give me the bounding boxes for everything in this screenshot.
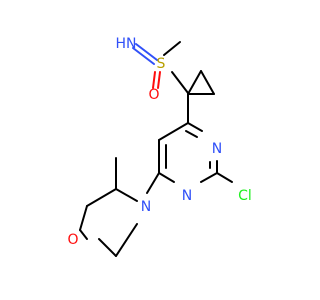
atom-morpholine-nitrogen: N xyxy=(141,199,151,215)
morpholine-bond-2 xyxy=(86,188,117,207)
bond-s-n-imine-1 xyxy=(135,43,158,61)
morpholine-bond-3 xyxy=(79,205,88,231)
atom-sulfur-oxygen: O xyxy=(148,87,159,103)
bond-s-n-imine-2 xyxy=(132,47,155,65)
morpholine-bond-6 xyxy=(115,223,138,257)
cyclopropane-bond-2 xyxy=(200,70,215,95)
molecule-structure: HN S O N N Cl N O xyxy=(67,36,252,257)
bond-s-methyl xyxy=(163,41,181,56)
bond-s-o-2 xyxy=(152,71,156,89)
pyrimidine-bond-4 xyxy=(200,172,218,183)
atom-morpholine-oxygen: O xyxy=(67,232,78,248)
atom-chlorine: Cl xyxy=(238,188,252,204)
pyrimidine-bond-3 xyxy=(158,172,175,183)
morpholine-bond-1 xyxy=(115,188,138,202)
atom-sulfur: S xyxy=(157,56,166,72)
atom-pyrimidine-nitrogen-2: N xyxy=(182,188,192,204)
bond-pyrimidine-morpholine xyxy=(146,172,160,194)
bond-s-cyclopropyl xyxy=(171,71,189,94)
cyclopropane-bond-1 xyxy=(187,70,202,95)
morpholine-bond-4 xyxy=(79,229,88,240)
atom-imine-nitrogen: HN xyxy=(116,36,137,52)
atom-pyrimidine-nitrogen-1: N xyxy=(212,141,222,157)
pyrimidine-bond-6 xyxy=(187,122,203,132)
bond-pyrimidine-chlorine xyxy=(216,172,233,183)
molecule-canvas: HN S O N N Cl N O xyxy=(67,36,252,257)
pyrimidine-bond-1 xyxy=(158,122,189,141)
bond-s-o-1 xyxy=(157,71,161,89)
pyrimidine-bond-6-double xyxy=(185,130,198,138)
morpholine-bond-5 xyxy=(98,238,117,257)
